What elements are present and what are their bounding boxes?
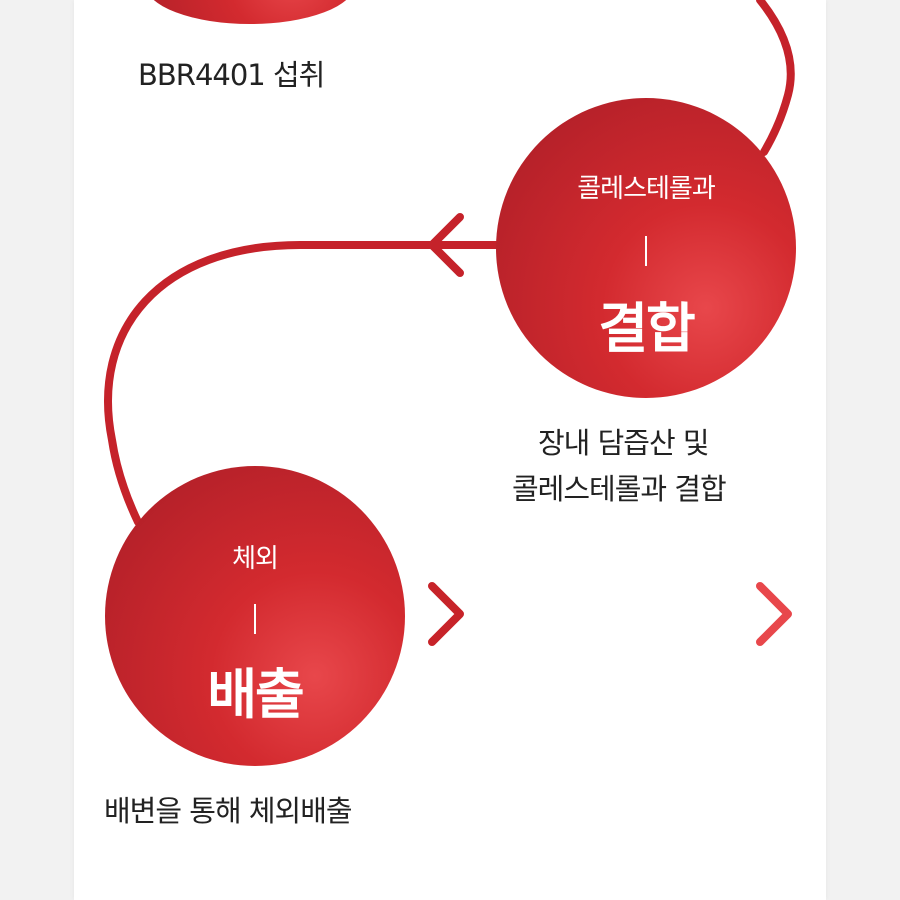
step-binding-divider [645,236,647,266]
step-excretion-divider [254,604,256,634]
step-binding-label-big: 결합 [598,297,695,360]
step-binding-caption-line-1: 장내 담즙산 및 [538,426,710,460]
arrowhead-left [428,213,464,277]
step-binding-caption-line-2: 콜레스테롤과 결합 [512,472,727,506]
connector-top-right [756,0,795,156]
arrowhead-mid [428,582,464,646]
step-intake-caption: BBR4401 섭취 [138,58,325,92]
step-binding-circle: 콜레스테롤과 결합 [496,98,796,398]
step-excretion-label-big: 배출 [207,663,304,726]
step-excretion-circle: 체외 배출 [105,466,405,766]
arrowhead-end [756,582,792,646]
connector-left-loop [104,241,500,526]
step-excretion-label-small: 체외 [232,544,279,574]
step-binding-label-small: 콜레스테롤과 [577,174,716,204]
step-excretion-caption: 배변을 통해 체외배출 [104,794,353,828]
